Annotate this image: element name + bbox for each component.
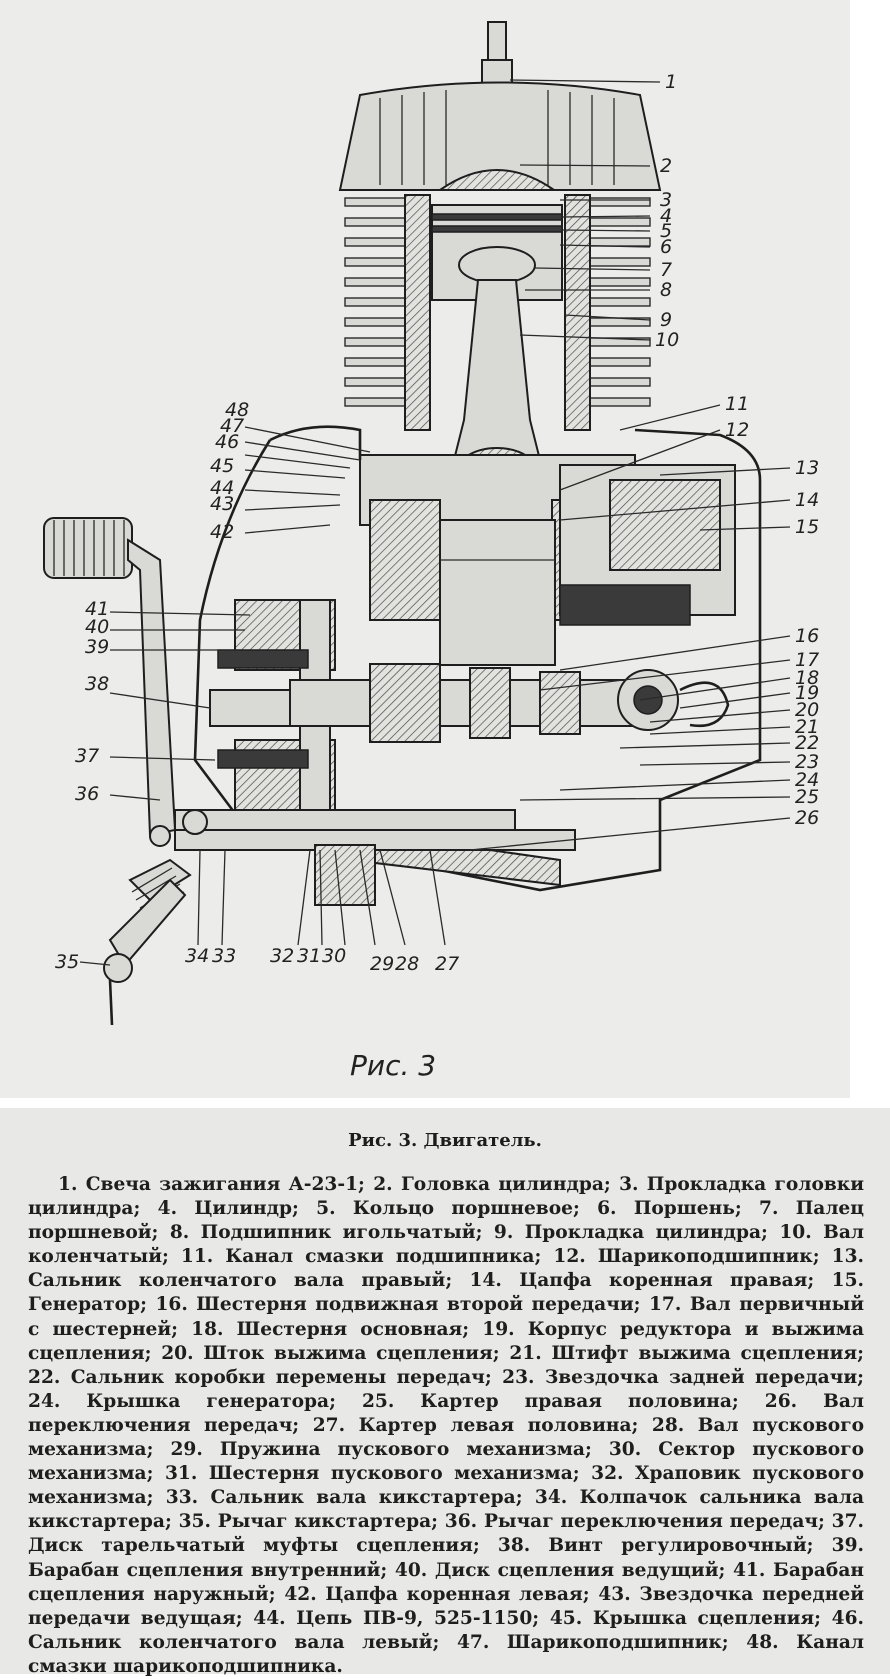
caption-scan: Рис. 3. Двигатель. 1. Свеча зажигания А-… xyxy=(0,1108,890,1677)
callout-37: 37 xyxy=(75,745,99,767)
callout-11: 11 xyxy=(725,393,749,415)
callout-27: 27 xyxy=(435,953,459,975)
drawing-scan: 1 2 3 4 5 6 7 8 9 10 11 12 13 14 15 16 1… xyxy=(0,0,850,1098)
handwritten-caption: Рис. 3 xyxy=(350,1049,436,1082)
callout-labels: 1 2 3 4 5 6 7 8 9 10 11 12 13 14 15 16 1… xyxy=(55,71,819,975)
callout-46: 46 xyxy=(215,431,239,453)
kickstart-shaft xyxy=(174,809,576,906)
callout-3: 3 xyxy=(660,189,672,211)
callout-21: 21 xyxy=(795,716,819,738)
engine-cross-section-drawing: 1 2 3 4 5 6 7 8 9 10 11 12 13 14 15 16 1… xyxy=(43,21,819,1082)
callout-24: 24 xyxy=(795,769,819,791)
callout-26: 26 xyxy=(795,807,819,829)
callout-15: 15 xyxy=(795,516,819,538)
callout-18: 18 xyxy=(795,667,819,689)
callout-43: 43 xyxy=(210,493,234,515)
cylinder-head xyxy=(338,81,662,191)
callout-38: 38 xyxy=(85,673,109,695)
callout-25: 25 xyxy=(795,786,819,808)
figure-title: Рис. 3. Двигатель. xyxy=(348,1130,542,1151)
callout-33: 33 xyxy=(212,945,236,967)
callout-8: 8 xyxy=(660,279,672,301)
callout-45: 45 xyxy=(210,455,234,477)
leader-lines xyxy=(79,79,791,966)
callout-22: 22 xyxy=(795,732,819,754)
kickstart-lever xyxy=(103,858,192,1026)
callout-17: 17 xyxy=(795,649,819,671)
callout-41: 41 xyxy=(85,598,109,620)
callout-31: 31 xyxy=(297,945,321,967)
callout-2: 2 xyxy=(660,155,672,177)
callout-29: 29 xyxy=(370,953,394,975)
callout-30: 30 xyxy=(322,945,346,967)
cylinder xyxy=(344,194,651,431)
page-gap xyxy=(0,1098,890,1108)
callout-28: 28 xyxy=(395,953,419,975)
callout-23: 23 xyxy=(795,751,819,773)
callout-34: 34 xyxy=(185,945,209,967)
callout-32: 32 xyxy=(270,945,294,967)
callout-19: 19 xyxy=(795,682,819,704)
callout-44: 44 xyxy=(210,477,234,499)
callout-4: 4 xyxy=(660,205,672,227)
callout-39: 39 xyxy=(85,636,109,658)
piston xyxy=(431,204,563,301)
generator xyxy=(559,464,736,626)
callout-6: 6 xyxy=(660,236,672,258)
gearbox xyxy=(289,663,730,743)
callout-9: 9 xyxy=(660,309,672,331)
callout-35: 35 xyxy=(55,951,79,973)
callout-13: 13 xyxy=(795,457,819,479)
callout-20: 20 xyxy=(795,699,819,721)
callout-14: 14 xyxy=(795,489,819,511)
callout-7: 7 xyxy=(660,259,672,281)
figure-legend: 1. Свеча зажигания А-23-1; 2. Головка ци… xyxy=(28,1174,864,1677)
callout-36: 36 xyxy=(75,783,99,805)
callout-5: 5 xyxy=(660,220,672,242)
callout-10: 10 xyxy=(655,329,679,351)
callout-40: 40 xyxy=(85,616,109,638)
callout-42: 42 xyxy=(210,521,234,543)
callout-16: 16 xyxy=(795,625,819,647)
callout-47: 47 xyxy=(220,415,244,437)
callout-48: 48 xyxy=(225,399,249,421)
callout-1: 1 xyxy=(665,71,677,93)
gear-shift-lever xyxy=(43,517,177,847)
callout-12: 12 xyxy=(725,419,749,441)
